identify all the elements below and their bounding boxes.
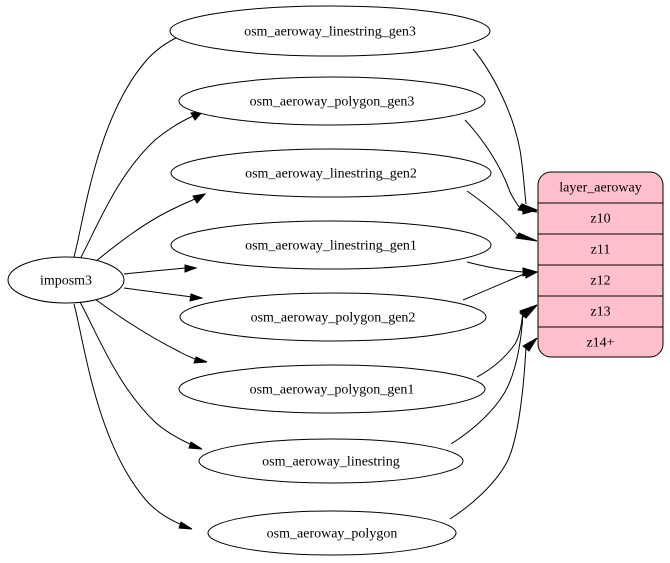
layer-aeroway-header-label: layer_aeroway <box>559 181 641 196</box>
node-osm-aeroway-polygon-gen1-shape[interactable] <box>178 364 486 414</box>
edge-polygon-gen3-to-z10 <box>464 119 538 213</box>
node-osm-aeroway-linestring-gen2-shape[interactable] <box>170 148 492 198</box>
layer-aeroway-row-z13[interactable]: z13 <box>590 305 610 320</box>
node-osm-aeroway-polygon-gen2[interactable]: osm_aeroway_polygon_gen2 <box>179 292 487 342</box>
node-osm-aeroway-polygon-gen1[interactable]: osm_aeroway_polygon_gen1 <box>178 364 486 414</box>
edge-imposm3-to-linestring-gen3 <box>73 31 192 258</box>
node-osm-aeroway-polygon-gen2-label: osm_aeroway_polygon_gen2 <box>251 311 416 326</box>
node-osm-aeroway-polygon-gen3-shape[interactable] <box>178 76 486 126</box>
node-imposm3-shape[interactable] <box>7 256 125 304</box>
node-osm-aeroway-linestring-gen3-shape[interactable] <box>169 5 491 57</box>
layer-aeroway-row-z10[interactable]: z10 <box>590 212 610 227</box>
layer-aeroway-row-z11[interactable]: z11 <box>591 243 611 258</box>
layer-aeroway-row-z14plus-label: z14+ <box>586 336 614 351</box>
node-osm-aeroway-polygon[interactable]: osm_aeroway_polygon <box>207 510 457 556</box>
node-osm-aeroway-polygon-label: osm_aeroway_polygon <box>267 527 398 542</box>
layer-aeroway-row-z11-label: z11 <box>591 243 611 258</box>
node-layer-aeroway-table[interactable]: layer_aeroway z10 z11 z12 z13 z14+ <box>537 171 664 358</box>
node-osm-aeroway-linestring[interactable]: osm_aeroway_linestring <box>198 438 464 484</box>
node-osm-aeroway-linestring-gen1-label: osm_aeroway_linestring_gen1 <box>245 239 417 254</box>
node-osm-aeroway-linestring-gen2-label: osm_aeroway_linestring_gen2 <box>245 167 417 182</box>
edge-group-tables-to-layer <box>449 48 539 520</box>
node-osm-aeroway-linestring-gen1[interactable]: osm_aeroway_linestring_gen1 <box>170 220 492 270</box>
node-imposm3-label: imposm3 <box>40 274 92 289</box>
node-osm-aeroway-linestring-gen1-shape[interactable] <box>170 220 492 270</box>
node-osm-aeroway-linestring-gen3[interactable]: osm_aeroway_linestring_gen3 <box>169 5 491 57</box>
layer-aeroway-row-z12-label: z12 <box>590 274 610 289</box>
edge-imposm3-to-linestring-gen2 <box>94 193 207 263</box>
layer-aeroway-row-z10-label: z10 <box>590 212 610 227</box>
node-osm-aeroway-polygon-gen2-shape[interactable] <box>179 292 487 342</box>
edge-linestring-gen2-to-z11 <box>466 190 538 242</box>
layer-aeroway-row-z12[interactable]: z12 <box>590 274 610 289</box>
edge-imposm3-to-polygon-gen1 <box>94 298 208 364</box>
edge-imposm3-to-polygon-gen2 <box>123 287 204 302</box>
node-osm-aeroway-linestring-gen2[interactable]: osm_aeroway_linestring_gen2 <box>170 148 492 198</box>
node-osm-aeroway-linestring-shape[interactable] <box>198 438 464 484</box>
edge-linestring-to-z13 <box>450 304 538 445</box>
edge-imposm3-to-linestring-gen1 <box>123 264 198 275</box>
edge-linestring-gen3-to-z10 <box>472 48 539 215</box>
edge-imposm3-to-linestring <box>79 301 203 450</box>
edge-polygon-gen2-to-z12 <box>462 270 539 301</box>
node-osm-aeroway-linestring-gen3-label: osm_aeroway_linestring_gen3 <box>244 25 416 40</box>
node-osm-aeroway-polygon-gen3[interactable]: osm_aeroway_polygon_gen3 <box>178 76 486 126</box>
node-osm-aeroway-polygon-gen3-label: osm_aeroway_polygon_gen3 <box>250 95 415 110</box>
node-osm-aeroway-polygon-shape[interactable] <box>207 510 457 556</box>
node-osm-aeroway-polygon-gen1-label: osm_aeroway_polygon_gen1 <box>250 383 415 398</box>
layer-aeroway-row-z14plus[interactable]: z14+ <box>586 336 614 351</box>
edge-polygon-to-z14 <box>449 337 538 520</box>
layer-aeroway-row-z13-label: z13 <box>590 305 610 320</box>
edge-imposm3-to-polygon <box>73 303 193 530</box>
node-osm-aeroway-linestring-label: osm_aeroway_linestring <box>262 455 400 470</box>
node-imposm3[interactable]: imposm3 <box>7 256 125 304</box>
